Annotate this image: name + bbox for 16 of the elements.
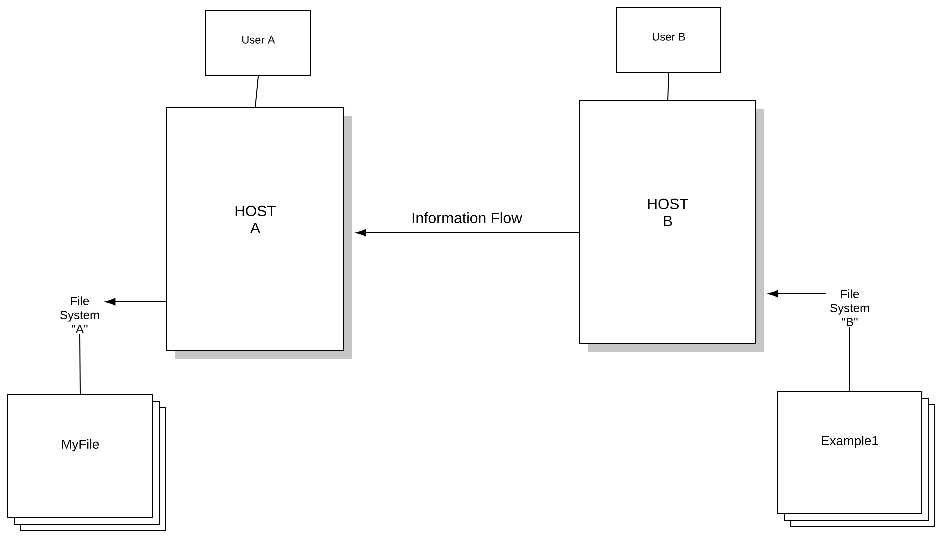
connector-line (80, 334, 81, 395)
file-system-label: File System "A" (60, 296, 100, 334)
connector-line (668, 73, 670, 101)
connector-line (850, 327, 851, 392)
file-system-label: File System "B" (830, 290, 870, 326)
user-box: User B (616, 8, 722, 74)
edge-label: Information Flow (412, 212, 522, 224)
arrow (768, 290, 827, 298)
host-box: HOST B (580, 100, 764, 352)
host-box: HOST A (166, 108, 352, 359)
file-stack: MyFile (8, 394, 166, 532)
file-stack: Example1 (778, 392, 936, 528)
connector-line (255, 76, 259, 108)
arrow (106, 298, 167, 306)
arrow (356, 229, 580, 237)
user-box: User A (206, 10, 312, 76)
